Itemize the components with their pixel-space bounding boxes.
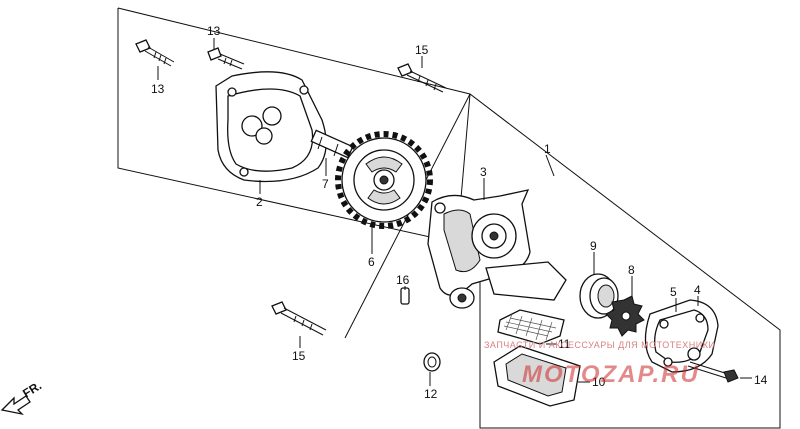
- callout-4: 4: [694, 283, 701, 297]
- callout-7: 7: [322, 177, 329, 191]
- front-direction-marker: FR.: [0, 378, 44, 416]
- rotor-cover-4-5: [644, 299, 719, 373]
- pump-cover-2: [215, 71, 327, 183]
- callout-9: 9: [590, 239, 597, 253]
- callout-15-top: 15: [415, 43, 429, 57]
- callout-3: 3: [480, 165, 487, 179]
- watermark-tagline: ЗАПЧАСТИ И АКСЕССУАРЫ ДЛЯ МОТОТЕХНИКИ: [484, 340, 715, 350]
- callout-8: 8: [628, 263, 635, 277]
- bolt-14: [687, 361, 739, 383]
- drive-pin-7: [310, 129, 354, 159]
- outer-rotor-9: [579, 273, 619, 319]
- callout-15-bottom: 15: [292, 349, 306, 363]
- assembly-outline: [117, 7, 781, 429]
- gasket-10: [493, 345, 581, 407]
- callout-13-left: 13: [151, 82, 165, 96]
- watermark: ЗАПЧАСТИ И АКСЕССУАРЫ ДЛЯ МОТОТЕХНИКИ MO…: [484, 340, 715, 388]
- leader-lines: [157, 38, 752, 386]
- callout-2: 2: [256, 195, 263, 209]
- dowel-pin-16: [400, 287, 410, 305]
- bolt-13-right: [207, 47, 245, 70]
- callout-5: 5: [670, 285, 677, 299]
- callout-labels: 13 13 15 1 2 7 6 3 9 8 16 5 4 15 11 14 1…: [151, 24, 768, 401]
- washer-12: [423, 352, 441, 372]
- callout-11: 11: [558, 337, 571, 351]
- callout-1: 1: [544, 142, 551, 156]
- callout-6: 6: [368, 255, 375, 269]
- callout-14: 14: [754, 373, 768, 387]
- callout-16: 16: [396, 273, 410, 287]
- pump-body-3: [427, 189, 567, 309]
- bolt-15-top: [397, 63, 447, 93]
- driven-gear-6: [335, 131, 433, 229]
- callout-10: 10: [592, 375, 606, 389]
- bolt-15-bottom: [271, 301, 327, 336]
- bolt-13-left: [135, 39, 175, 67]
- callout-13-right: 13: [207, 24, 221, 38]
- watermark-site: MOTOZAP.RU: [522, 361, 700, 388]
- oil-strainer-11: [497, 309, 565, 345]
- inner-rotor-8: [605, 295, 645, 337]
- callout-12: 12: [424, 387, 438, 401]
